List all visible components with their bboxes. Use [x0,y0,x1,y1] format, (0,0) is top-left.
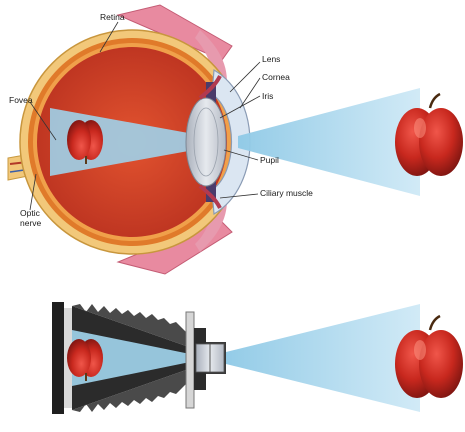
label-fovea: Fovea [9,95,33,105]
label-optic-nerve-1: Optic [20,208,41,218]
label-retina: Retina [100,12,125,22]
camera-back [52,302,64,414]
light-beam-outside [238,88,420,196]
camera-beam-outside [226,304,420,412]
label-pupil: Pupil [260,155,279,165]
label-iris: Iris [262,91,273,101]
camera-section [52,302,463,414]
label-optic-nerve-2: nerve [20,218,42,228]
label-cornea: Cornea [262,72,290,82]
eye-section: Retina Lens Cornea Iris Fovea Pupil Cili… [8,5,463,274]
label-lens: Lens [262,54,280,64]
lens [186,98,226,186]
label-ciliary-muscle: Ciliary muscle [260,188,313,198]
lens-board [186,312,194,408]
